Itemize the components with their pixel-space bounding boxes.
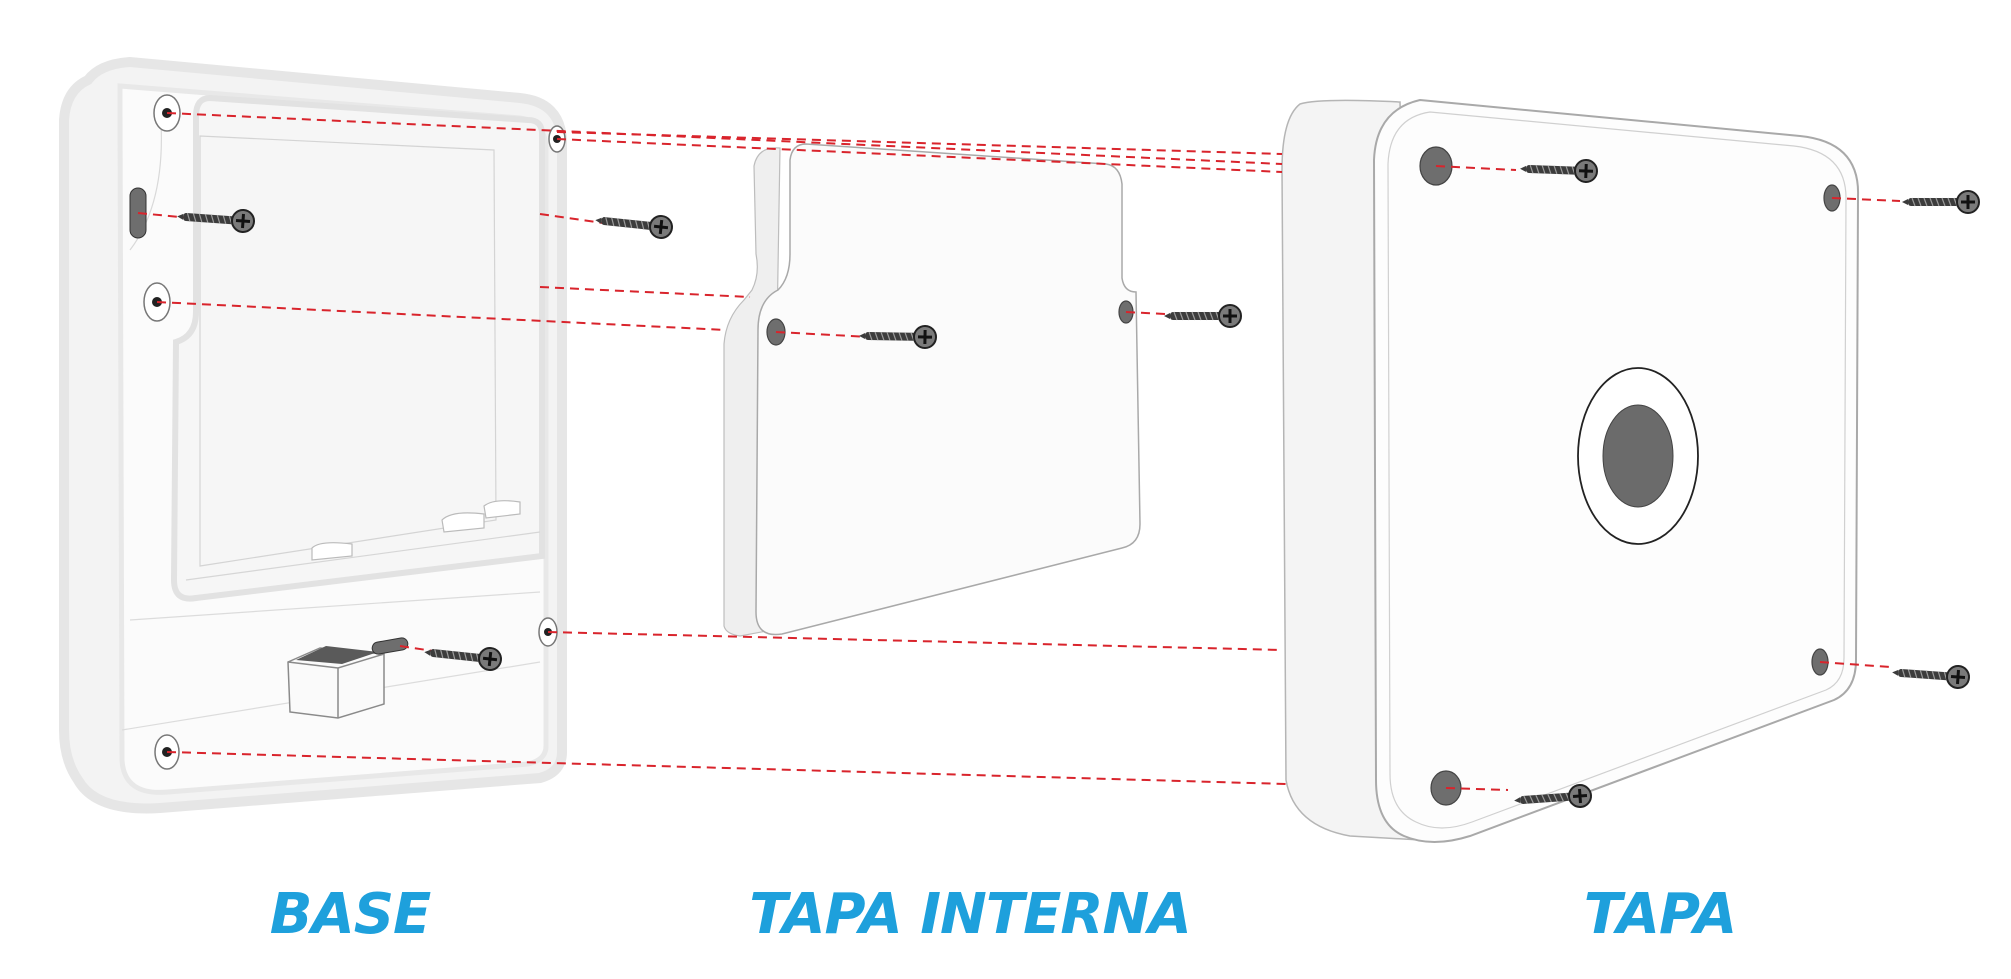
inner-cover-part	[723, 143, 1141, 637]
magnet-block-icon	[287, 646, 385, 719]
inner-cover-face	[755, 143, 1141, 636]
base-part	[59, 56, 567, 814]
base-slot-tab	[441, 512, 485, 533]
cover-part	[1281, 98, 1860, 843]
base-pill-slot	[371, 637, 409, 655]
base-compartment	[170, 94, 545, 602]
base-slot-tab	[483, 500, 521, 519]
screw-icon	[1900, 189, 1981, 215]
screw-icon	[592, 207, 675, 241]
base-label: BASE	[269, 882, 432, 947]
base-slot-tab	[311, 542, 353, 561]
inner-cover-label: TAPA INTERNA	[749, 882, 1191, 947]
base-back-wall	[199, 135, 497, 567]
alignment-guide-lines	[137, 112, 1901, 791]
cover-center-hole-icon	[1577, 367, 1699, 545]
cover-label: TAPA	[1583, 882, 1737, 947]
screw-icon	[1889, 659, 1972, 691]
screw-icon	[1162, 303, 1243, 329]
